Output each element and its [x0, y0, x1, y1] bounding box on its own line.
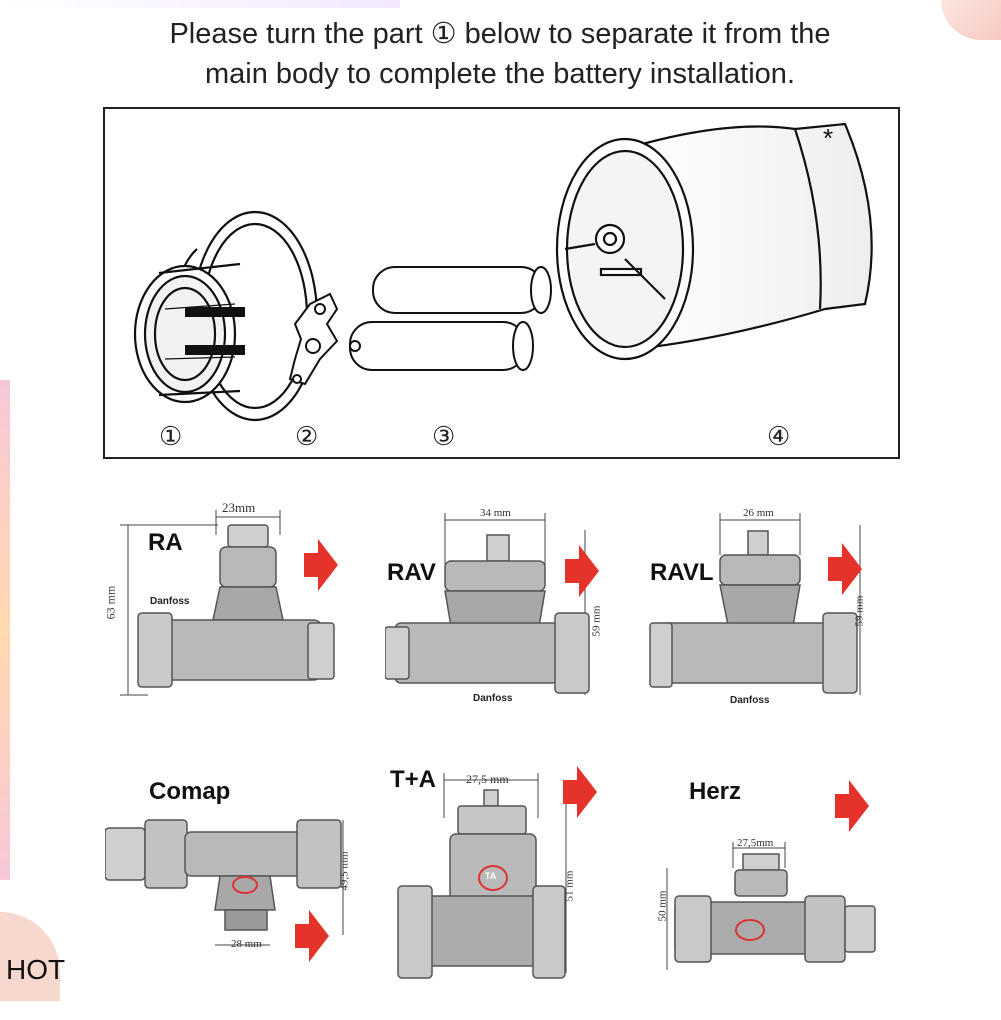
part-2-clip-plate	[288, 292, 339, 386]
valve-ravl: RAVL 26 mm 59 mm Danfoss	[648, 505, 968, 755]
instruction-line-2: main body to complete the battery instal…	[205, 58, 795, 90]
valve-rav-label: RAV	[387, 559, 436, 586]
top-right-decor	[941, 0, 1001, 40]
part-3-number: ③	[432, 421, 456, 451]
valve-rav-arrow	[565, 545, 599, 597]
valve-ta-logo: TA	[485, 871, 497, 881]
valve-comap-label: Comap	[149, 778, 231, 805]
valve-ravl-dim-top: 26 mm	[743, 507, 774, 519]
part-4-number: ④	[767, 421, 791, 451]
valve-comap-dim-bottom: 28 mm	[231, 938, 262, 950]
valve-rav-dim-top: 34 mm	[480, 507, 511, 519]
valve-ra-brand: Danfoss	[150, 596, 190, 607]
exploded-view-drawing: *	[133, 122, 873, 422]
valve-rav-drawing	[384, 513, 590, 695]
valve-comap-dim-side: 49,5 mm	[338, 851, 351, 891]
valve-ravl-label: RAVL	[650, 559, 714, 586]
valve-ta-arrow	[563, 766, 597, 818]
valve-comap-arrow	[295, 910, 329, 962]
valve-herz-dim-side: 50 mm	[656, 890, 669, 922]
valve-herz-arrow	[835, 780, 869, 832]
hot-badge: HOT	[6, 954, 66, 985]
part-1-adapter-ring	[133, 210, 319, 422]
valve-ta-drawing	[397, 773, 567, 979]
valve-herz-label: Herz	[689, 778, 742, 805]
valve-ta-dim-top: 27,5 mm	[466, 772, 509, 786]
valve-ravl-brand: Danfoss	[730, 695, 770, 706]
valve-ra-dim-top: 23mm	[222, 500, 256, 515]
valve-herz-drawing	[666, 842, 876, 970]
valve-ta-label: T+A	[390, 766, 437, 793]
valve-ravl-dim-side: 59 mm	[853, 595, 866, 627]
valve-herz: Herz 27,5mm 50 mm	[655, 770, 975, 1020]
snowflake-icon: *	[823, 123, 833, 153]
valve-comap-drawing	[104, 819, 344, 946]
valve-rav: RAV 34 mm 59 mm Danfoss	[384, 505, 705, 755]
left-decor-strip	[0, 380, 10, 880]
valve-herz-dim-top: 27,5mm	[737, 837, 774, 849]
valve-ra-dim-side: 63 mm	[103, 585, 118, 620]
valve-ta-dim-side: 51 mm	[563, 870, 576, 902]
instruction-text: Please turn the part ① below to separate…	[60, 14, 940, 94]
valve-ra-drawing	[120, 510, 335, 696]
valve-ra: RA 23mm 63 mm Danfoss	[103, 495, 428, 745]
valve-ra-arrow	[304, 539, 338, 591]
exploded-view-panel: * ① ② ③ ④	[103, 107, 900, 459]
part-4-main-body: *	[555, 122, 873, 361]
top-decor-band	[0, 0, 400, 8]
part-1-number: ①	[159, 421, 183, 451]
instruction-line-1: Please turn the part ① below to separate…	[169, 18, 831, 50]
valve-ra-label: RA	[148, 529, 183, 556]
part-3-batteries	[349, 266, 552, 371]
valve-ravl-arrow	[828, 543, 862, 595]
valve-ravl-drawing	[649, 513, 861, 695]
valve-comap: Comap 49,5 mm 28 mm	[104, 770, 425, 1020]
valve-rav-brand: Danfoss	[473, 693, 513, 704]
part-2-number: ②	[295, 421, 319, 451]
valve-rav-dim-side: 59 mm	[590, 605, 603, 637]
valve-ta: T+A 27,5 mm 51 mm TA	[388, 758, 708, 1008]
